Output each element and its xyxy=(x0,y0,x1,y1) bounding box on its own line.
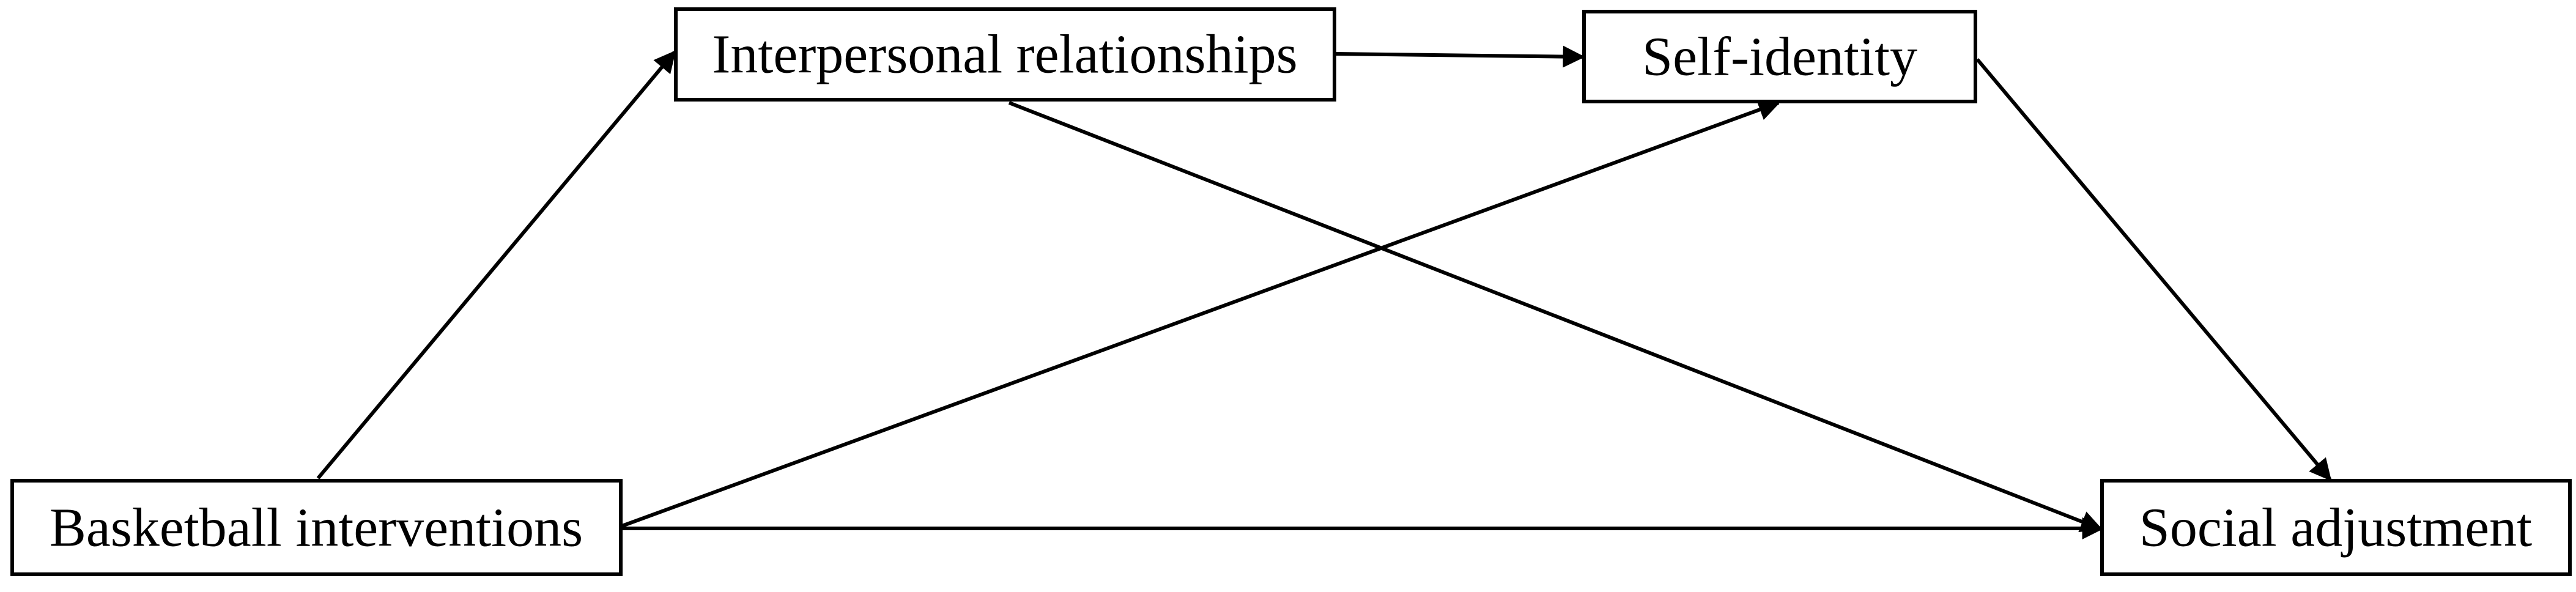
node-social-adjustment: Social adjustment xyxy=(2100,479,2572,576)
node-interpersonal-relationships: Interpersonal relationships xyxy=(674,7,1336,102)
edge-basketball-to-interpersonal xyxy=(316,50,676,479)
node-label-interpersonal: Interpersonal relationships xyxy=(712,24,1297,85)
node-label-social-adjustment: Social adjustment xyxy=(2139,498,2532,558)
node-box-basketball xyxy=(10,479,623,576)
node-box-self-identity xyxy=(1582,10,1977,103)
edge-basketball-to-self-identity xyxy=(621,99,1781,528)
nodes-layer: Interpersonal relationships Self-identit… xyxy=(10,7,2572,576)
node-label-self-identity: Self-identity xyxy=(1642,27,1917,87)
edge-self-identity-to-social-adjustment xyxy=(1975,58,2332,481)
node-basketball-interventions: Basketball interventions xyxy=(10,479,623,576)
edge-interpersonal-to-self-identity xyxy=(1335,45,1585,68)
node-box-interpersonal xyxy=(674,7,1336,102)
node-box-social-adjustment xyxy=(2100,479,2572,576)
edge-interpersonal-to-social-adjustment xyxy=(1008,101,2103,532)
node-self-identity: Self-identity xyxy=(1582,10,1977,103)
edges-layer xyxy=(316,45,2332,539)
node-label-basketball: Basketball interventions xyxy=(50,498,583,558)
